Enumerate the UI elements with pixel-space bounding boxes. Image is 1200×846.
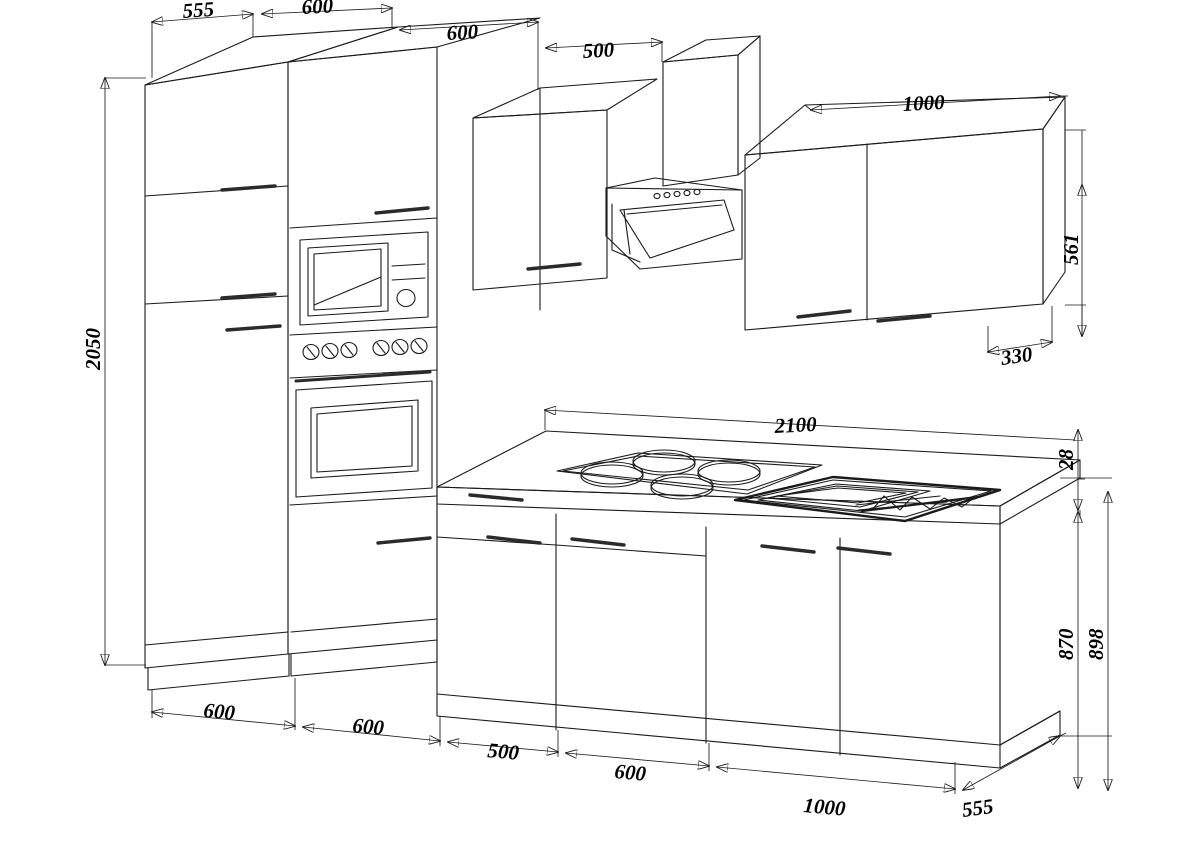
dim-label-600-1: 600: [301, 0, 334, 19]
dim-600a-line: [262, 8, 392, 14]
dim-330-line: [988, 342, 1052, 352]
dim-label-b600-3: 600: [614, 759, 648, 786]
tall-cabinet-left: [144, 26, 399, 691]
dim-label-b600-1: 600: [203, 698, 237, 725]
tall-cabinet-right: [287, 17, 541, 677]
dim-label-b500: 500: [487, 738, 521, 765]
dim-label-330: 330: [998, 342, 1034, 370]
dim-b1000-line: [717, 767, 955, 789]
dim-500-line: [546, 42, 662, 48]
dim-label-1000-top: 1000: [902, 90, 946, 116]
dim-label-b555: 555: [960, 794, 995, 822]
dim-label-b1000: 1000: [803, 793, 847, 821]
dim-2100-line: [545, 410, 1076, 441]
dim-label-b600-2: 600: [352, 713, 386, 740]
dim-label-555-top: 555: [182, 0, 215, 23]
dim-b600a-line: [152, 712, 295, 726]
dim-label-2050: 2050: [81, 328, 105, 372]
dim-b600b-line: [303, 727, 440, 741]
wall-cabinet-1000: [744, 96, 1066, 331]
hob-burners: [580, 449, 761, 500]
cooktop-hob: [556, 449, 823, 500]
hood-control-buttons[interactable]: [653, 188, 701, 200]
oven-control-knobs: [302, 337, 428, 361]
dim-label-870: 870: [1054, 628, 1078, 660]
dim-555-line: [152, 14, 253, 22]
dim-600b-line: [400, 22, 538, 30]
built-in-microwave: [299, 231, 429, 326]
dim-label-2100: 2100: [773, 412, 818, 438]
dim-1000-line: [811, 96, 1060, 110]
wall-cabinet-500: [472, 78, 658, 311]
dim-label-600-2: 600: [446, 19, 479, 45]
extractor-hood: [605, 35, 761, 270]
dim-b555-line: [963, 736, 1060, 790]
dim-b600c-line: [566, 753, 709, 766]
dim-b500-line: [448, 742, 558, 752]
dim-label-561: 561: [1059, 234, 1083, 266]
cabinet-handles: [220, 184, 932, 556]
sink-with-drainer: [733, 475, 1002, 523]
dim-label-28: 28: [1054, 449, 1078, 472]
built-in-oven: [295, 380, 433, 498]
dim-label-500-top: 500: [582, 37, 615, 63]
dim-label-898: 898: [1084, 628, 1108, 660]
